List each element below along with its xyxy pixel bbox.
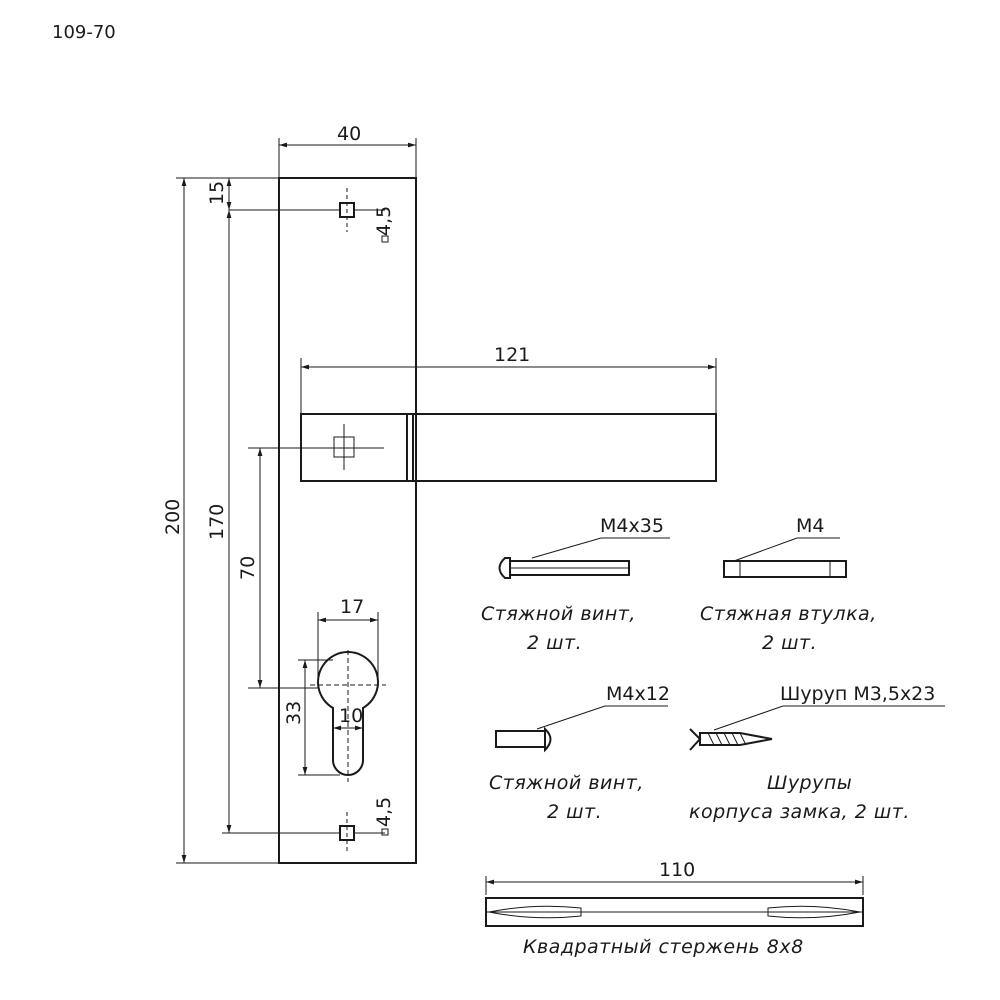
dim-cylinder-slot: 10 [339,705,363,727]
hole-size-bottom-label: 4,5 [373,797,395,827]
dim-square-rod-length: 110 [659,859,695,881]
sleeve-qty: 2 шт. [762,632,817,654]
dim-plate-width: 40 [337,123,361,145]
backplate [278,177,417,864]
screw-short-name: Стяжной винт, [489,772,644,794]
sleeve-spec: M4 [796,515,824,537]
dim-hole-offset: 15 [206,181,228,205]
dim-spindle-cylinder: 70 [237,556,259,580]
square-rod-name: Квадратный стержень 8х8 [523,936,804,958]
part-square-rod: 110 Квадратный стержень 8х8 [485,859,864,958]
dim-plate-height: 200 [162,499,184,535]
screw-short-qty: 2 шт. [547,801,602,823]
wood-screw-spec: Шуруп М3,5х23 [780,683,935,705]
dim-hole-spacing: 170 [206,504,228,540]
part-wood-screw: Шуруп М3,5х23 Шурупы корпуса замка, 2 шт… [689,683,945,823]
wood-screw-name: Шурупы [767,772,852,794]
dim-handle-length: 121 [494,344,530,366]
part-sleeve: M4 Стяжная втулка, 2 шт. [700,515,877,654]
hole-size-top-label: 4,5 [373,206,395,236]
screw-long-name: Стяжной винт, [481,603,636,625]
screw-short-spec: M4x12 [606,683,670,705]
screw-long-spec: M4x35 [600,515,664,537]
wood-screw-qty: корпуса замка, 2 шт. [689,801,910,823]
screw-long-qty: 2 шт. [527,632,582,654]
part-screw-long: M4x35 Стяжной винт, 2 шт. [481,515,670,654]
part-screw-short: M4x12 Стяжной винт, 2 шт. [489,683,670,823]
dim-cylinder-height: 33 [283,701,305,725]
dim-cylinder-width: 17 [340,596,364,618]
handle-lever [406,413,717,482]
sleeve-name: Стяжная втулка, [700,603,877,625]
drawing-code: 109-70 [52,22,116,43]
